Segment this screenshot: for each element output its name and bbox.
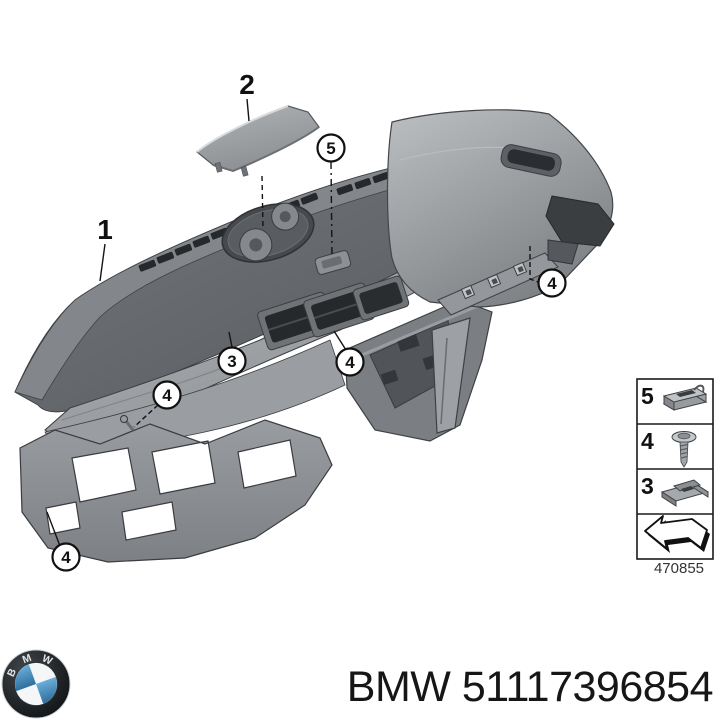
legend-cell-3: 3 bbox=[641, 473, 710, 507]
callout-1-leader bbox=[99, 243, 106, 282]
svg-text:4: 4 bbox=[641, 428, 654, 454]
callout-5-marker: 5 bbox=[316, 133, 346, 163]
center-stack-opening bbox=[344, 299, 493, 442]
svg-text:4: 4 bbox=[61, 548, 71, 567]
spring-clip-icon bbox=[660, 479, 710, 507]
legend-cell-4: 4 bbox=[641, 428, 697, 468]
legend-cell-arrow bbox=[644, 515, 710, 553]
svg-text:5: 5 bbox=[641, 383, 654, 409]
callout-4-right-leader bbox=[529, 246, 539, 283]
logo-letter-w: W bbox=[40, 652, 54, 667]
callout-4-right-marker: 4 bbox=[537, 268, 567, 298]
legend-diagram-number: 470855 bbox=[654, 560, 704, 577]
svg-text:4: 4 bbox=[162, 386, 172, 405]
callout-4-bottomleft-marker: 4 bbox=[51, 542, 81, 572]
screw-target-glyph bbox=[120, 415, 135, 431]
bmw-logo: B M W bbox=[1, 649, 71, 719]
right-end-bracket bbox=[545, 195, 615, 247]
callout-4-lowerleft-leader bbox=[133, 404, 159, 428]
mounting-rail bbox=[437, 252, 559, 316]
callout-markers: 1 2 5 3 4 4 4 4 bbox=[51, 69, 567, 572]
callout-3-marker: 3 bbox=[217, 346, 247, 376]
callout-4-center-leader bbox=[333, 330, 347, 351]
logo-letter-m: M bbox=[21, 652, 34, 666]
right-end-bracket-lower bbox=[547, 239, 579, 265]
callout-leaders bbox=[46, 98, 539, 547]
bmw-part-number: BMW 51117396854 bbox=[347, 663, 713, 711]
footer: B M W BMW 51117396854 bbox=[1, 649, 714, 719]
callout-3-leader bbox=[228, 331, 233, 348]
callout-4-lowerleft-marker: 4 bbox=[152, 380, 182, 410]
svg-text:4: 4 bbox=[547, 274, 557, 293]
callout-5-leader bbox=[330, 161, 333, 258]
cowl-grille-opening bbox=[500, 144, 562, 177]
callout-2-label: 2 bbox=[239, 69, 255, 100]
lower-carrier-frame bbox=[19, 419, 333, 563]
legend-cell-5: 5 bbox=[641, 383, 708, 411]
dashboard-illustration bbox=[14, 105, 615, 563]
direction-arrow-icon bbox=[644, 515, 710, 553]
screw-icon bbox=[671, 431, 697, 468]
trim-cover-part-2 bbox=[196, 105, 320, 177]
sensor-bracket bbox=[314, 250, 352, 275]
svg-text:3: 3 bbox=[227, 352, 236, 371]
callout-2-leader bbox=[246, 98, 250, 122]
callout-4-bottomleft-leader bbox=[46, 511, 61, 547]
svg-text:5: 5 bbox=[326, 139, 335, 158]
speaker-recess bbox=[221, 202, 315, 263]
console-side-leg bbox=[431, 317, 471, 434]
cage-nut-icon bbox=[662, 384, 708, 411]
svg-text:4: 4 bbox=[345, 353, 355, 372]
callout-1-label: 1 bbox=[97, 214, 113, 245]
center-air-vents bbox=[257, 275, 410, 351]
part2-assembly-leader bbox=[261, 175, 264, 230]
svg-text:3: 3 bbox=[641, 473, 654, 499]
callout-4-center-marker: 4 bbox=[335, 347, 365, 377]
legend-box: 5 4 3 bbox=[636, 378, 714, 577]
